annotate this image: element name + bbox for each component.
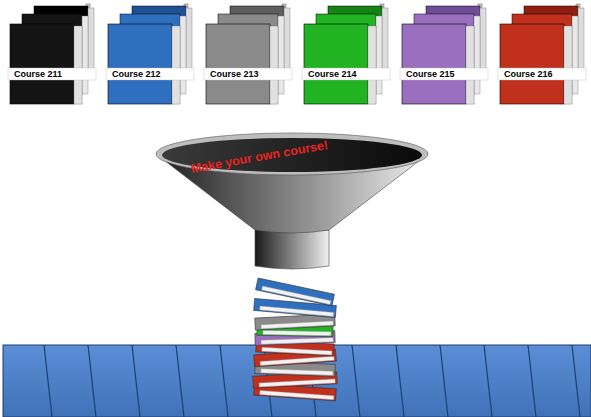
belt-line bbox=[132, 345, 140, 417]
belt-line bbox=[440, 345, 448, 417]
belt-line bbox=[396, 345, 404, 417]
funnel-shape: Make your own course! bbox=[155, 132, 430, 270]
course-label: Course 215 bbox=[406, 68, 455, 80]
belt-line bbox=[44, 345, 52, 417]
belt-line bbox=[528, 345, 536, 417]
book-stack-art bbox=[498, 4, 588, 106]
conveyor-belt bbox=[3, 345, 591, 417]
belt-line bbox=[352, 345, 360, 417]
belt-segments bbox=[44, 345, 580, 417]
book-stack-art bbox=[204, 4, 294, 106]
course-book-stack: Course 212 bbox=[106, 4, 196, 106]
course-book-stack: Course 215 bbox=[400, 4, 490, 106]
belt-line bbox=[484, 345, 492, 417]
course-label: Course 216 bbox=[504, 68, 553, 80]
belt-line bbox=[572, 345, 580, 417]
course-label: Course 214 bbox=[308, 68, 357, 80]
course-book-stack: Course 213 bbox=[204, 4, 294, 106]
course-label: Course 213 bbox=[210, 68, 259, 80]
book-stack-art bbox=[106, 4, 196, 106]
belt-line bbox=[88, 345, 96, 417]
pile-book bbox=[256, 278, 335, 306]
belt-line bbox=[220, 345, 228, 417]
course-label: Course 212 bbox=[112, 68, 161, 80]
course-book-stack: Course 216 bbox=[498, 4, 588, 106]
belt-line bbox=[176, 345, 184, 417]
book-stack-art bbox=[302, 4, 392, 106]
course-book-stack: Course 211 bbox=[8, 4, 98, 106]
book-pile bbox=[253, 278, 338, 401]
course-book-stack: Course 214 bbox=[302, 4, 392, 106]
book-stack-art bbox=[400, 4, 490, 106]
book-stack-art bbox=[8, 4, 98, 106]
course-label: Course 211 bbox=[14, 68, 62, 80]
pile-book bbox=[255, 331, 335, 346]
